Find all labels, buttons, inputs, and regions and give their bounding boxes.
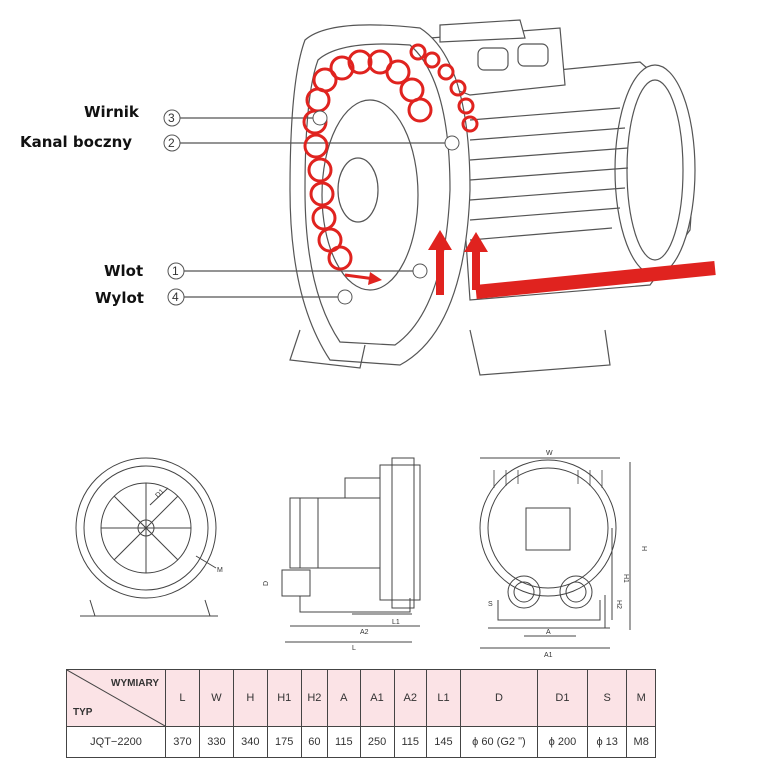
column-header: L <box>165 669 200 727</box>
table-header-type: TYP <box>73 707 93 718</box>
table-cell: 175 <box>266 726 302 758</box>
callout-number-3: 3 <box>168 111 175 125</box>
column-header: H <box>232 669 268 727</box>
column-header: A <box>327 669 361 727</box>
column-header: H1 <box>266 669 302 727</box>
dim-label-w: W <box>546 450 553 457</box>
table-cell: 340 <box>232 726 268 758</box>
table-header-row: WYMIARY TYP L W H H1 H2 A A1 A2 L1 D D1 … <box>66 669 656 727</box>
dim-label-a2: A2 <box>360 629 369 636</box>
table-cell: 370 <box>165 726 200 758</box>
dim-label-l: L <box>352 645 356 652</box>
table-cell-type: JQT−2200 <box>66 726 166 758</box>
table-cell: 115 <box>393 726 427 758</box>
column-header: H2 <box>300 669 329 727</box>
table-header-dimensions: WYMIARY <box>111 678 159 689</box>
dim-label-d1: D1 <box>154 488 165 499</box>
table-cell: 330 <box>198 726 234 758</box>
dim-label-m: M <box>217 567 223 574</box>
dim-label-d: D <box>263 581 270 586</box>
dim-label-h1: H1 <box>622 574 629 583</box>
column-header: S <box>586 669 628 727</box>
column-header: D <box>459 669 538 727</box>
label-side-channel: Kanal boczny <box>20 133 133 151</box>
technical-drawings: D1 M D A2 L1 L <box>75 450 647 659</box>
column-header: W <box>198 669 234 727</box>
dim-label-h2: H2 <box>615 600 622 609</box>
label-outlet: Wylot <box>95 289 144 307</box>
blower-illustration: 3 2 1 4 <box>163 19 716 376</box>
table-cell: M8 <box>626 726 656 758</box>
column-header: A2 <box>393 669 427 727</box>
table-cell: ϕ 200 <box>536 726 589 758</box>
table-cell: ϕ 60 (G2 ʺ) <box>459 726 538 758</box>
dimensions-table: WYMIARY TYP L W H H1 H2 A A1 A2 L1 D D1 … <box>66 669 656 758</box>
table-cell: 250 <box>359 726 395 758</box>
dim-label-a: A <box>546 629 551 636</box>
table-row: JQT−2200 370 330 340 175 60 115 250 115 … <box>66 726 656 758</box>
dim-label-a1: A1 <box>544 652 553 659</box>
table-cell: 145 <box>426 726 461 758</box>
dim-label-h: H <box>640 546 647 551</box>
table-cell: 60 <box>300 726 329 758</box>
callout-number-2: 2 <box>168 136 175 150</box>
column-header: D1 <box>536 669 589 727</box>
dim-label-l1: L1 <box>392 619 400 626</box>
callout-number-4: 4 <box>172 290 179 304</box>
column-header: L1 <box>426 669 461 727</box>
side-view-drawing <box>281 457 421 643</box>
label-inlet: Wlot <box>104 262 144 280</box>
front-view-drawing <box>75 457 218 617</box>
label-impeller: Wirnik <box>84 103 139 121</box>
column-header: M <box>626 669 656 727</box>
rear-view-drawing <box>479 457 631 649</box>
table-cell: ϕ 13 <box>586 726 628 758</box>
callout-number-1: 1 <box>172 264 179 278</box>
dim-label-s: S <box>488 601 493 608</box>
table-cell: 115 <box>327 726 361 758</box>
table-corner-cell: WYMIARY TYP <box>66 669 166 727</box>
column-header: A1 <box>359 669 395 727</box>
